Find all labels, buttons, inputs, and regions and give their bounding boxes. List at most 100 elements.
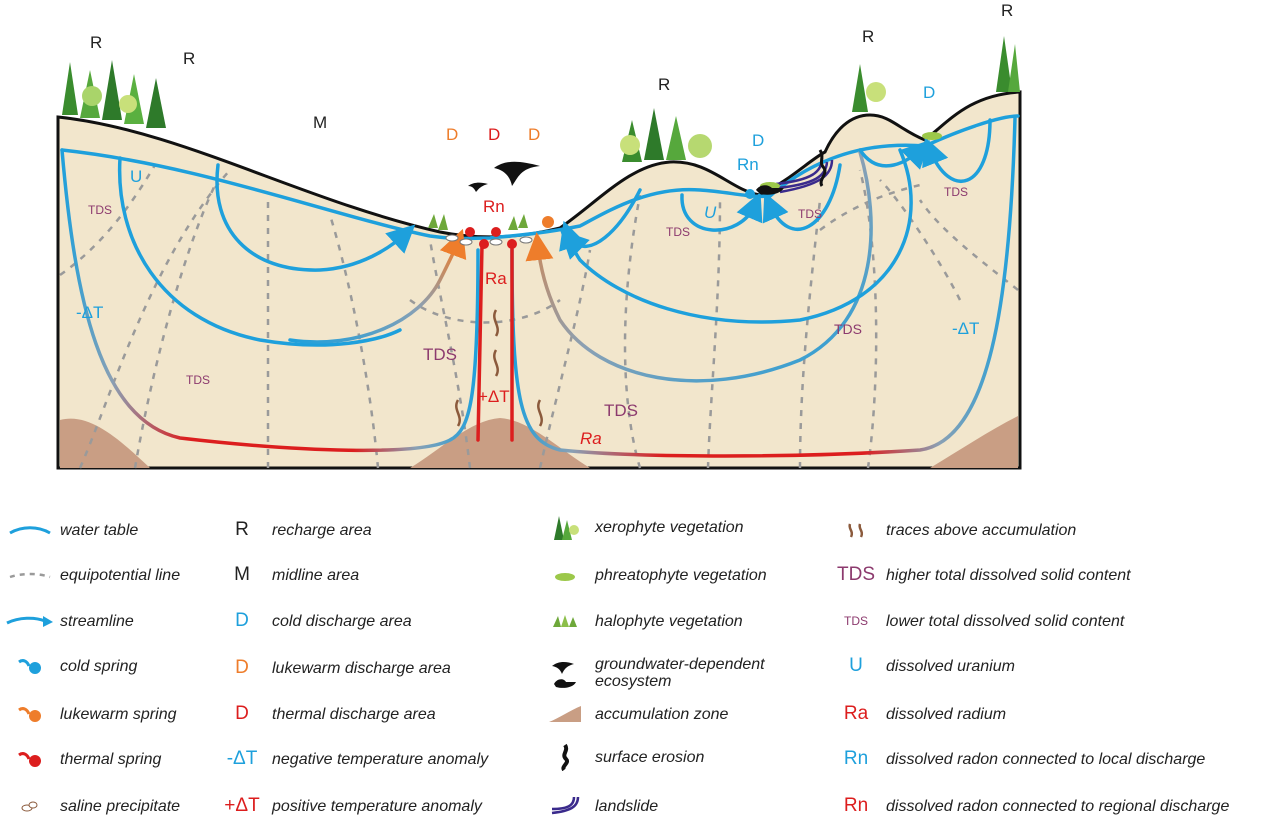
streamline-icon — [6, 616, 53, 627]
groundwater-ecosystem-icon — [468, 161, 784, 195]
local-flow-right-5 — [858, 140, 930, 170]
phreatophyte-vegetation-icon — [555, 573, 575, 581]
label-neg-temp-right: -ΔT — [952, 319, 979, 338]
regional-flow-right — [510, 116, 1017, 458]
label-tds-low-5: TDS — [944, 185, 968, 199]
legend: water table equipotential line streamlin… — [0, 505, 1280, 822]
legend-item-tds-high: TDS higher total dissolved solid content — [826, 563, 1131, 587]
legend-item-xerophyte: xerophyte vegetation — [535, 515, 744, 540]
label-radon-regional: Rn — [483, 197, 505, 216]
legend-item-pos-temp: +ΔT positive temperature anomaly — [212, 794, 482, 818]
groundwater-ecosystem-icon — [552, 661, 576, 688]
legend-item-lukewarm-discharge: D lukewarm discharge area — [212, 656, 451, 680]
lukewarm-flow-right — [525, 150, 873, 383]
legend-item-radon-regional: Rn dissolved radon connected to regional… — [826, 794, 1230, 818]
legend-item-thermal-spring: thermal spring — [0, 747, 161, 771]
legend-item-traces: traces above accumulation — [826, 518, 1076, 542]
legend-symbol-lukewarm-discharge: D — [235, 657, 249, 678]
legend-symbol-radium: Ra — [843, 703, 869, 724]
label-recharge-5: R — [1001, 1, 1013, 20]
legend-item-equipotential: equipotential line — [0, 563, 180, 587]
equipotential-line-icon — [9, 572, 51, 579]
legend-item-thermal-discharge: D thermal discharge area — [212, 702, 436, 726]
cold-spring-icon — [18, 659, 41, 674]
label-tds-low-4: TDS — [798, 207, 822, 221]
traces-icon — [848, 523, 864, 538]
legend-symbol-pos-temp: +ΔT — [224, 795, 260, 816]
local-flow-left — [215, 163, 416, 272]
regional-flow — [60, 148, 480, 453]
landslide-icon — [551, 796, 580, 815]
legend-item-cold-spring: cold spring — [0, 654, 137, 678]
label-uranium-left: U — [130, 167, 142, 186]
legend-symbol-midline: M — [234, 564, 250, 585]
label-recharge-1: R — [90, 33, 102, 52]
legend-symbol-recharge: R — [235, 519, 249, 540]
local-flow-right-2 — [680, 192, 763, 232]
water-table-icon — [9, 526, 51, 535]
label-uranium-right: U — [704, 203, 717, 222]
label-pos-temp: +ΔT — [478, 387, 510, 406]
local-flow-right-1 — [560, 188, 642, 260]
intermediate-flow-left — [117, 156, 402, 347]
accumulation-zone-right — [930, 416, 1018, 468]
label-lukewarm-discharge-2: D — [528, 125, 540, 144]
legend-item-phreatophyte: phreatophyte vegetation — [535, 563, 767, 587]
groundwater-flow-cross-section: R R R R R M D D D D D Rn Rn Ra Ra U U -Δ… — [56, 1, 1022, 470]
water-table — [60, 114, 1020, 241]
saline-precipitate-icon — [21, 801, 38, 812]
xerophyte-vegetation-middle — [620, 108, 712, 162]
label-lukewarm-discharge-1: D — [446, 125, 458, 144]
legend-item-landslide: landslide — [535, 794, 658, 818]
halophyte-vegetation-icon — [553, 615, 577, 627]
legend-item-saline-precipitate: saline precipitate — [0, 794, 180, 818]
thermal-springs — [465, 227, 517, 249]
cold-springs — [745, 142, 932, 199]
legend-item-halophyte: halophyte vegetation — [535, 609, 743, 633]
label-tds-high-2: TDS — [604, 401, 638, 420]
label-tds-low-3: TDS — [666, 225, 690, 239]
thermal-upflow — [476, 243, 484, 442]
label-cold-discharge-2: D — [923, 83, 935, 102]
xerophyte-vegetation-right — [852, 36, 1020, 112]
label-cold-discharge-1: D — [752, 131, 764, 150]
legend-item-uranium: U dissolved uranium — [826, 654, 1015, 678]
legend-item-water-table: water table — [0, 518, 138, 542]
legend-item-tds-low: TDS lower total dissolved solid content — [826, 609, 1124, 633]
xerophyte-vegetation-left — [62, 60, 166, 128]
label-thermal-discharge: D — [488, 125, 500, 144]
surface-erosion-icon — [561, 743, 569, 771]
local-flow-right-4 — [922, 118, 992, 183]
label-recharge-4: R — [862, 27, 874, 46]
label-tds-low-6: TDS — [834, 321, 862, 337]
legend-symbol-thermal-discharge: D — [235, 703, 249, 724]
legend-item-midline: M midline area — [212, 563, 359, 587]
legend-item-surface-erosion: surface erosion — [535, 743, 704, 771]
halophyte-vegetation — [428, 214, 528, 230]
label-tds-low-1: TDS — [88, 203, 112, 217]
legend-item-neg-temp: -ΔT negative temperature anomaly — [212, 747, 488, 771]
lukewarm-spring — [542, 216, 554, 228]
xerophyte-vegetation-icon — [554, 516, 579, 540]
saline-precipitate — [445, 234, 533, 246]
local-flow-right-3 — [762, 163, 842, 231]
legend-symbol-tds-low: TDS — [844, 614, 868, 628]
legend-item-streamline: streamline — [0, 609, 134, 633]
label-neg-temp-left: -ΔT — [76, 303, 103, 322]
label-tds-low-2: TDS — [186, 373, 210, 387]
legend-item-cold-discharge: D cold discharge area — [212, 609, 412, 633]
legend-item-groundwater-ecosystem: groundwater-dependent ecosystem — [535, 655, 785, 691]
lukewarm-spring-icon — [18, 707, 41, 722]
label-recharge-2: R — [183, 49, 195, 68]
traces-above-accumulation — [455, 309, 543, 427]
legend-item-radon-local: Rn dissolved radon connected to local di… — [826, 747, 1205, 771]
label-tds-high-1: TDS — [423, 345, 457, 364]
legend-item-lukewarm-spring: lukewarm spring — [0, 702, 176, 726]
legend-symbol-tds-high: TDS — [837, 564, 875, 585]
legend-symbol-radon-regional: Rn — [843, 795, 869, 816]
legend-symbol-radon-local: Rn — [843, 748, 869, 769]
accumulation-zone-left — [60, 418, 150, 468]
legend-item-radium: Ra dissolved radium — [826, 702, 1006, 726]
legend-symbol-neg-temp: -ΔT — [226, 748, 258, 769]
lukewarm-flow-left — [288, 228, 467, 344]
